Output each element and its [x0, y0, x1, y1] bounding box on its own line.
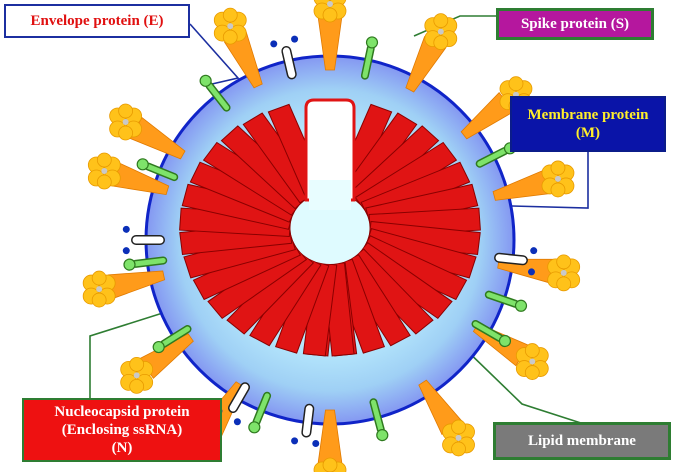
envelope-protein: [152, 325, 192, 354]
spike-protein: [497, 254, 581, 292]
spike-protein: [109, 103, 186, 160]
envelope-protein: [484, 290, 528, 312]
lipid-leader: [457, 341, 585, 425]
envelope-protein-label: Envelope protein (E): [4, 4, 190, 38]
envelope-proteins: [123, 36, 528, 442]
spike-protein: [492, 160, 575, 201]
spike-protein: [82, 270, 166, 308]
envelope-protein: [123, 256, 168, 271]
spike-protein: [418, 379, 475, 457]
envelope-protein: [248, 391, 272, 434]
spike-protein: [313, 409, 347, 472]
envelope-protein: [471, 320, 512, 348]
nucleocapsid-opening: [304, 98, 356, 202]
membrane-protein: [291, 403, 320, 448]
nucleocapsid-core: [292, 200, 368, 264]
membrane-leader: [511, 152, 589, 209]
membrane-protein: [494, 247, 538, 276]
envelope-leader: [189, 23, 240, 85]
lipid-membrane-label: Lipid membrane: [493, 422, 671, 460]
spike-protein: [405, 13, 458, 93]
spike-protein: [120, 333, 194, 394]
membrane-proteins: [122, 35, 538, 448]
membrane-protein: [270, 35, 299, 80]
membrane-protein-label: Membrane protein (M): [510, 96, 666, 152]
envelope-protein: [369, 398, 389, 442]
envelope-protein: [136, 158, 179, 182]
nucleocapsid: [179, 98, 481, 357]
envelope-protein: [199, 74, 231, 112]
spike-protein: [87, 152, 170, 196]
envelope-protein: [360, 36, 379, 80]
spike-protein: [213, 7, 263, 89]
membrane-protein: [122, 225, 165, 255]
spike-protein-label: Spike protein (S): [496, 8, 654, 40]
spike-protein: [313, 0, 347, 71]
nucleocapsid-protein-label: Nucleocapsid protein (Enclosing ssRNA) (…: [22, 398, 222, 462]
